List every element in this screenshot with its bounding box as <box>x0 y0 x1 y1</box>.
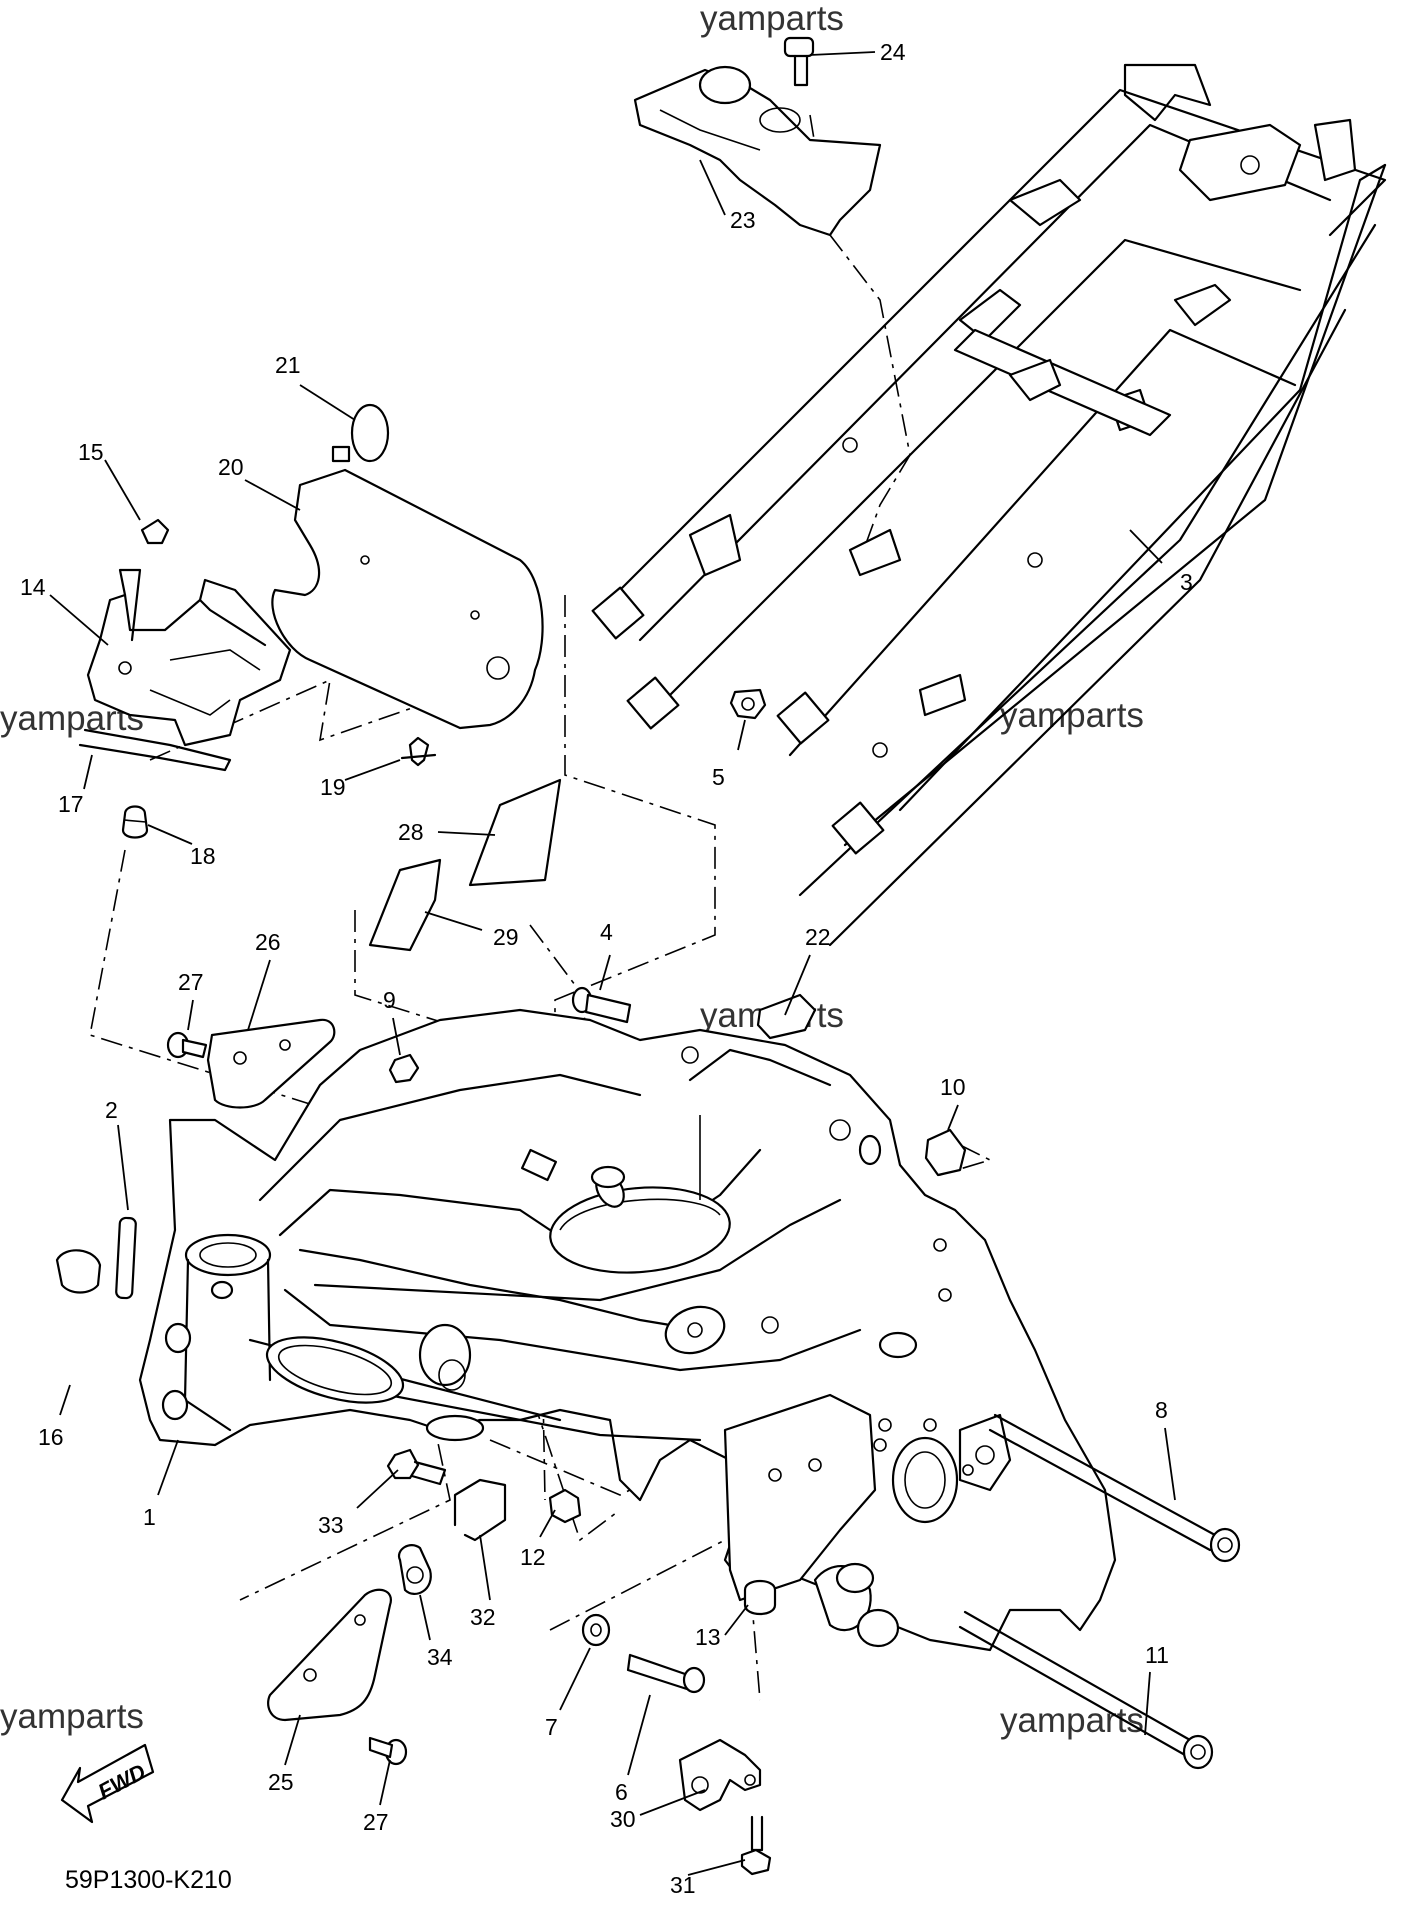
callout-5: 5 <box>712 764 725 790</box>
label-29 <box>368 858 442 952</box>
bracket-25 <box>267 1588 392 1722</box>
bolt-4 <box>571 986 632 1024</box>
rivet-19 <box>400 736 437 767</box>
callout-18: 18 <box>190 843 216 869</box>
battery-box <box>78 568 292 772</box>
callout-27b: 27 <box>363 1809 389 1835</box>
seat-bracket <box>633 65 882 237</box>
leader-lines <box>49 51 1176 1876</box>
callout-31: 31 <box>670 1872 696 1898</box>
callout-23: 23 <box>730 207 756 233</box>
callout-21: 21 <box>275 352 301 378</box>
callout-17: 17 <box>58 791 84 817</box>
callout-32: 32 <box>470 1604 496 1630</box>
callout-10: 10 <box>940 1074 966 1100</box>
collar-10 <box>924 1128 967 1177</box>
nut-5 <box>729 688 767 720</box>
callout-15: 15 <box>78 439 104 465</box>
callout-11: 11 <box>1145 1642 1169 1668</box>
collar-13 <box>743 1579 777 1616</box>
callout-3: 3 <box>1180 569 1193 595</box>
cable-band <box>331 403 390 463</box>
callouts: 1 2 3 4 5 6 7 8 9 10 11 12 13 14 15 16 1… <box>20 39 1193 1898</box>
main-frame <box>138 1008 1117 1652</box>
nut-9 <box>388 1053 420 1084</box>
grommet-18 <box>121 805 149 839</box>
bolt-11 <box>958 1610 1214 1770</box>
screw-27-bottom <box>368 1736 408 1766</box>
bolt-8 <box>988 1413 1241 1563</box>
bolt-15 <box>140 518 170 545</box>
bracket-32 <box>453 1478 507 1542</box>
callout-14: 14 <box>20 574 46 600</box>
callout-25: 25 <box>268 1769 294 1795</box>
callout-33: 33 <box>318 1512 344 1538</box>
callout-30: 30 <box>610 1806 636 1832</box>
bolt-24 <box>783 36 815 87</box>
callout-4: 4 <box>600 919 613 945</box>
callout-20: 20 <box>218 454 244 480</box>
callout-24: 24 <box>880 39 906 65</box>
callout-19: 19 <box>320 774 346 800</box>
bracket-30 <box>678 1738 762 1812</box>
callout-6: 6 <box>615 1779 628 1805</box>
diagram-code: 59P1300-K210 <box>65 1866 232 1894</box>
watermark: yamparts <box>0 1697 144 1736</box>
bolt-33 <box>386 1448 447 1486</box>
callout-7: 7 <box>545 1714 558 1740</box>
screw-27-top <box>166 1031 208 1059</box>
nut-12 <box>548 1488 582 1524</box>
callout-22: 22 <box>805 924 831 950</box>
bracket-26 <box>206 1018 336 1109</box>
bolt-31 <box>740 1815 772 1876</box>
callout-12: 12 <box>520 1544 546 1570</box>
callout-29: 29 <box>493 924 519 950</box>
callout-2: 2 <box>105 1097 118 1123</box>
callout-34: 34 <box>427 1644 453 1670</box>
bracket-2 <box>115 1216 137 1300</box>
washer-7 <box>581 1613 611 1647</box>
callout-27a: 27 <box>178 969 204 995</box>
callout-13: 13 <box>695 1624 721 1650</box>
fwd-arrow-icon: FWD <box>60 1743 155 1824</box>
callout-8: 8 <box>1155 1397 1168 1423</box>
clamp-34 <box>397 1544 432 1595</box>
callout-28: 28 <box>398 819 424 845</box>
heat-shield <box>271 468 544 730</box>
watermark: yamparts <box>1000 1701 1144 1740</box>
callout-1: 1 <box>143 1504 156 1530</box>
watermark: yamparts <box>1000 696 1144 735</box>
collar-22 <box>756 993 817 1040</box>
callout-26: 26 <box>255 929 281 955</box>
cap-16 <box>55 1249 102 1294</box>
bolt-6 <box>626 1653 706 1694</box>
label-28 <box>468 778 562 887</box>
callout-9: 9 <box>383 987 396 1013</box>
watermark: yamparts <box>700 0 844 38</box>
callout-16: 16 <box>38 1424 64 1450</box>
rear-subframe <box>591 63 1387 947</box>
